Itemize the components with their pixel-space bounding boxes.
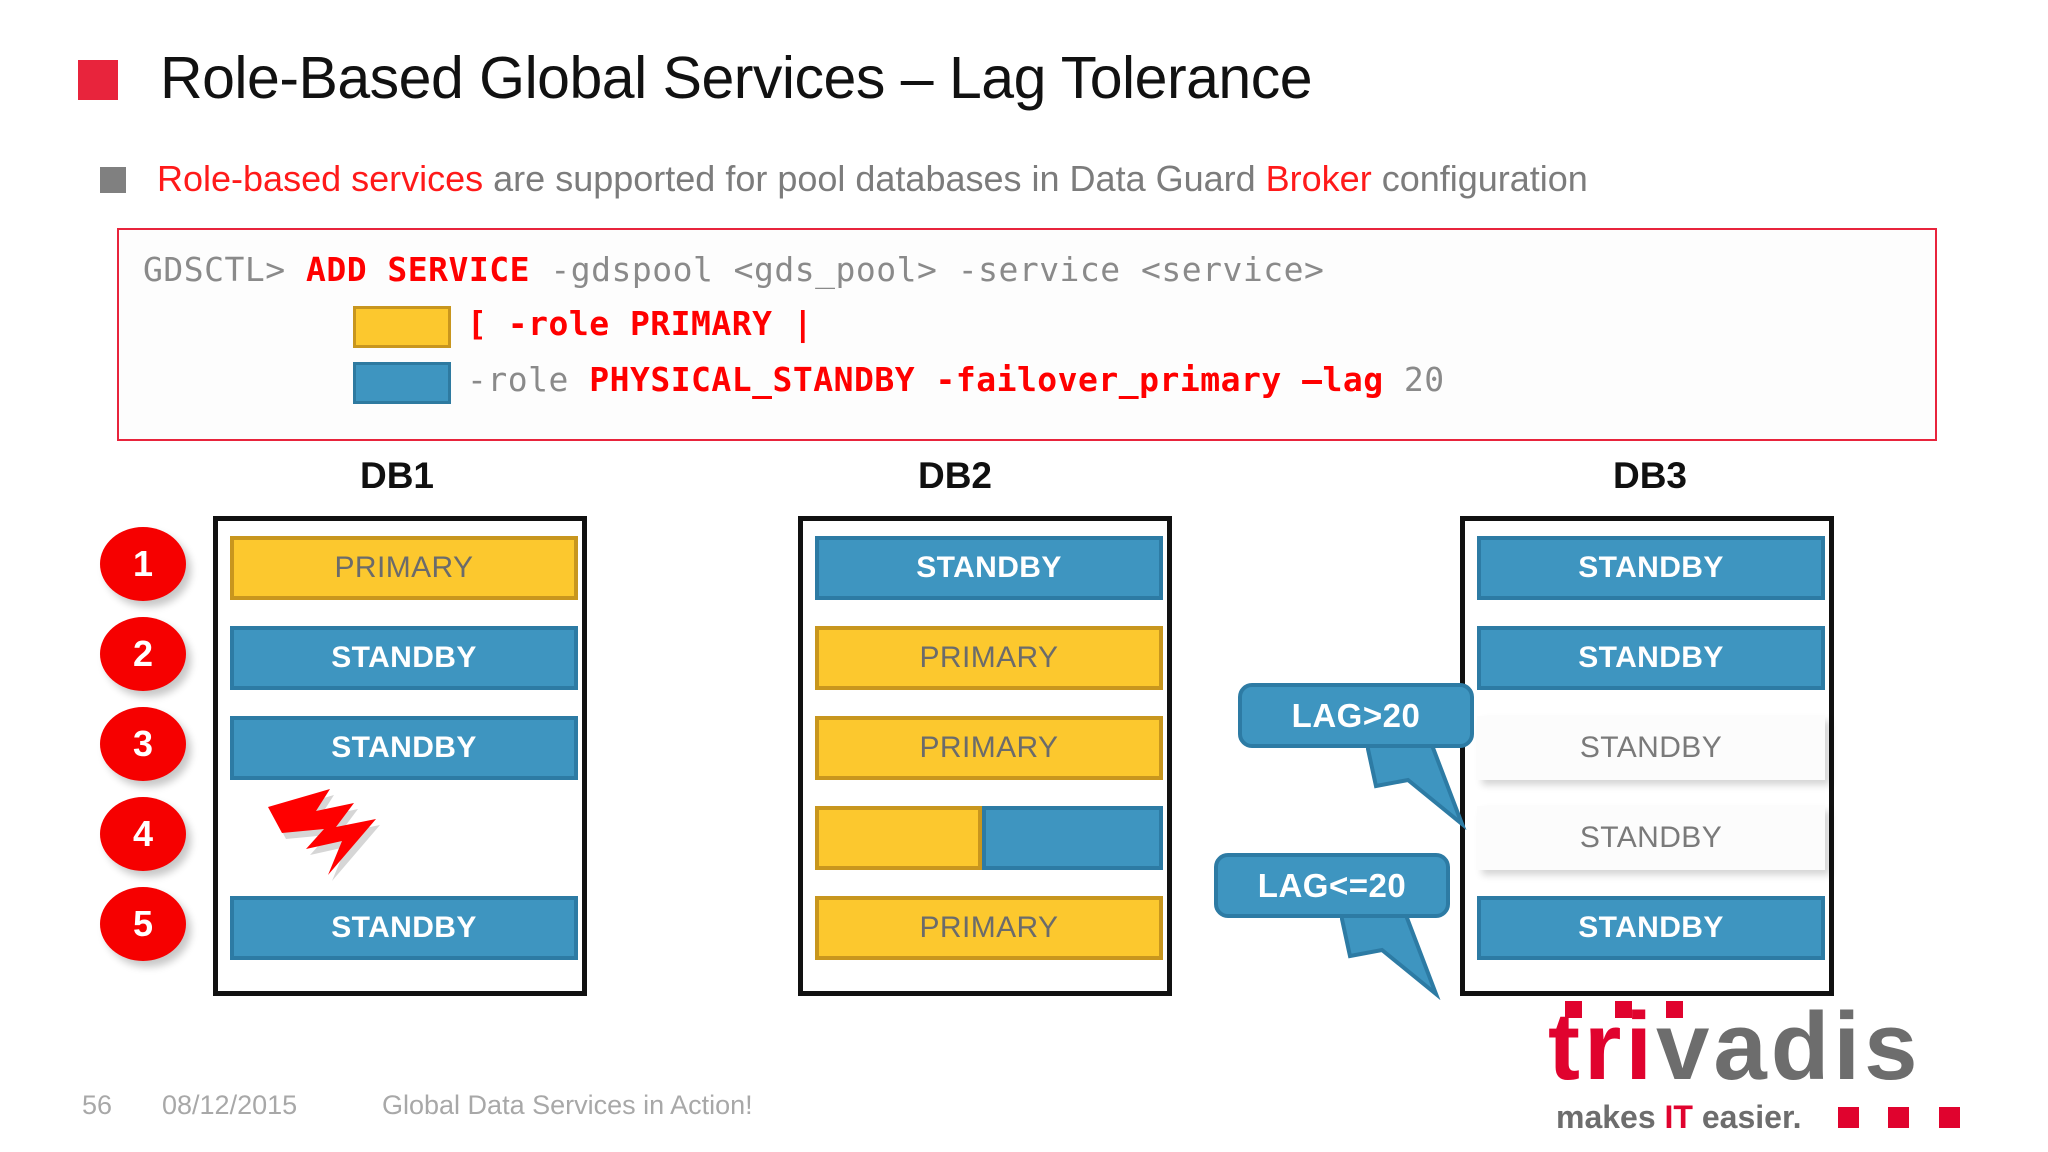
db1-header: DB1: [359, 455, 435, 496]
db3-slot-4: STANDBY: [1477, 806, 1825, 870]
db1-box: PRIMARY STANDBY STANDBY STANDBY: [213, 516, 587, 996]
bullet-mid-gray: are supported for pool databases in Data…: [483, 158, 1266, 199]
bullet-lead-red: Role-based services: [157, 158, 484, 199]
trivadis-logo: trivadis makes IT easier.: [1548, 995, 2008, 1145]
slide-title-row: Role-Based Global Services – Lag Toleran…: [78, 34, 1978, 124]
step-circle-2: 2: [100, 617, 186, 691]
footer-date: 08/12/2015: [162, 1090, 298, 1120]
code-line-3-prefix: -role: [467, 360, 590, 399]
code-line-2: [ -role PRIMARY |: [467, 304, 813, 343]
db2-box: STANDBY PRIMARY PRIMARY PRIMARY: [798, 516, 1172, 996]
code-command: ADD SERVICE: [305, 250, 530, 289]
code-line-1: GDSCTL> ADD SERVICE -gdspool <gds_pool> …: [143, 250, 1324, 289]
logo-dot-icon-3: [1666, 1001, 1683, 1018]
db3-slot-1: STANDBY: [1477, 536, 1825, 600]
db3-slot-5: STANDBY: [1477, 896, 1825, 960]
db2-header: DB2: [917, 455, 993, 496]
bullet-tail-gray: configuration: [1371, 158, 1588, 199]
logo-square-icon-3: [1939, 1107, 1960, 1128]
db3-box: STANDBY STANDBY STANDBY STANDBY STANDBY: [1460, 516, 1834, 996]
step-circle-5: 5: [100, 887, 186, 961]
code-line-3-text: PHYSICAL_STANDBY -failover_primary –lag: [589, 360, 1384, 399]
db1-slot-5: STANDBY: [230, 896, 578, 960]
title-bullet-square-icon: [78, 60, 118, 100]
bullet-text: Role-based services are supported for po…: [157, 153, 1588, 205]
code-line-2-text: [ -role PRIMARY |: [467, 304, 814, 343]
logo-dot-icon-2: [1615, 1001, 1632, 1018]
bullet-tail-red: Broker: [1265, 158, 1372, 199]
logo-square-icon-1: [1838, 1107, 1859, 1128]
db2-slot-3: PRIMARY: [815, 716, 1163, 780]
db2-slot-4-standby-part: [982, 806, 1163, 870]
code-prompt: GDSCTL>: [143, 250, 306, 289]
page-title: Role-Based Global Services – Lag Toleran…: [160, 45, 1313, 111]
lag-le-callout-tail: [1340, 910, 1441, 1000]
code-line-3: -role PHYSICAL_STANDBY -failover_primary…: [467, 360, 1445, 399]
bullet-square-icon: [100, 167, 126, 193]
logo-tagline: makes IT easier.: [1556, 1099, 1802, 1136]
db1-slot-2: STANDBY: [230, 626, 578, 690]
legend-swatch-standby: [353, 362, 451, 404]
db2-slot-4-split: [815, 806, 1163, 870]
logo-square-icon-2: [1888, 1107, 1909, 1128]
step-circle-3: 3: [100, 707, 186, 781]
step-circle-4: 4: [100, 797, 186, 871]
logo-tagline-it: IT: [1664, 1099, 1693, 1135]
code-args: -gdspool <gds_pool> -service <service>: [530, 250, 1325, 289]
code-block: GDSCTL> ADD SERVICE -gdspool <gds_pool> …: [117, 228, 1937, 441]
footer-page-number: 56: [82, 1090, 113, 1120]
db1-slot-3: STANDBY: [230, 716, 578, 780]
code-line-3-suffix: 20: [1383, 360, 1445, 399]
logo-tagline-pre: makes: [1556, 1099, 1665, 1135]
step-circle-1: 1: [100, 527, 186, 601]
db3-slot-2: STANDBY: [1477, 626, 1825, 690]
lag-le-callout: LAG<=20: [1214, 853, 1450, 918]
bullet-row: Role-based services are supported for po…: [100, 155, 2000, 205]
db2-slot-2: PRIMARY: [815, 626, 1163, 690]
logo-dot-icon-1: [1565, 1001, 1582, 1018]
logo-tagline-post: easier.: [1692, 1099, 1802, 1135]
db2-slot-5: PRIMARY: [815, 896, 1163, 960]
logo-vadis: vadis: [1656, 993, 1922, 1100]
db3-header: DB3: [1612, 455, 1688, 496]
db3-slot-3: STANDBY: [1477, 716, 1825, 780]
lightning-bolt-icon: [268, 789, 380, 881]
logo-wordmark: trivadis: [1548, 995, 1921, 1099]
legend-swatch-primary: [353, 306, 451, 348]
db2-slot-4-primary-part: [815, 806, 983, 870]
lag-gt-callout: LAG>20: [1238, 683, 1474, 748]
footer-subject: Global Data Services in Action!: [382, 1090, 753, 1120]
db1-slot-1: PRIMARY: [230, 536, 578, 600]
db2-slot-1: STANDBY: [815, 536, 1163, 600]
